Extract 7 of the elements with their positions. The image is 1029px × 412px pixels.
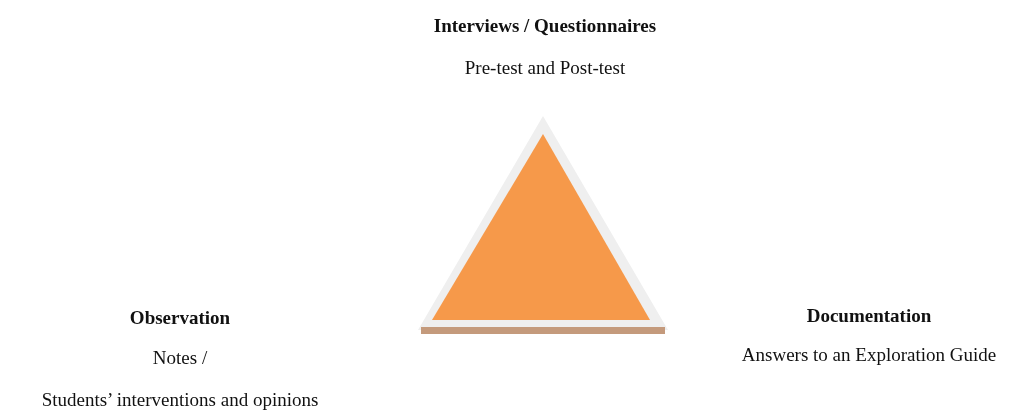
- subheading: Pre-test and Post-test: [464, 57, 626, 79]
- heading: Interviews / Questionnaires: [433, 15, 657, 37]
- note-text: Notes /: [152, 347, 208, 369]
- heading: Documentation: [806, 305, 932, 327]
- note-text: Answers to an Exploration Guide: [741, 344, 997, 366]
- heading: Observation: [129, 307, 231, 329]
- note-text: Students’ interventions and opinions: [41, 389, 319, 411]
